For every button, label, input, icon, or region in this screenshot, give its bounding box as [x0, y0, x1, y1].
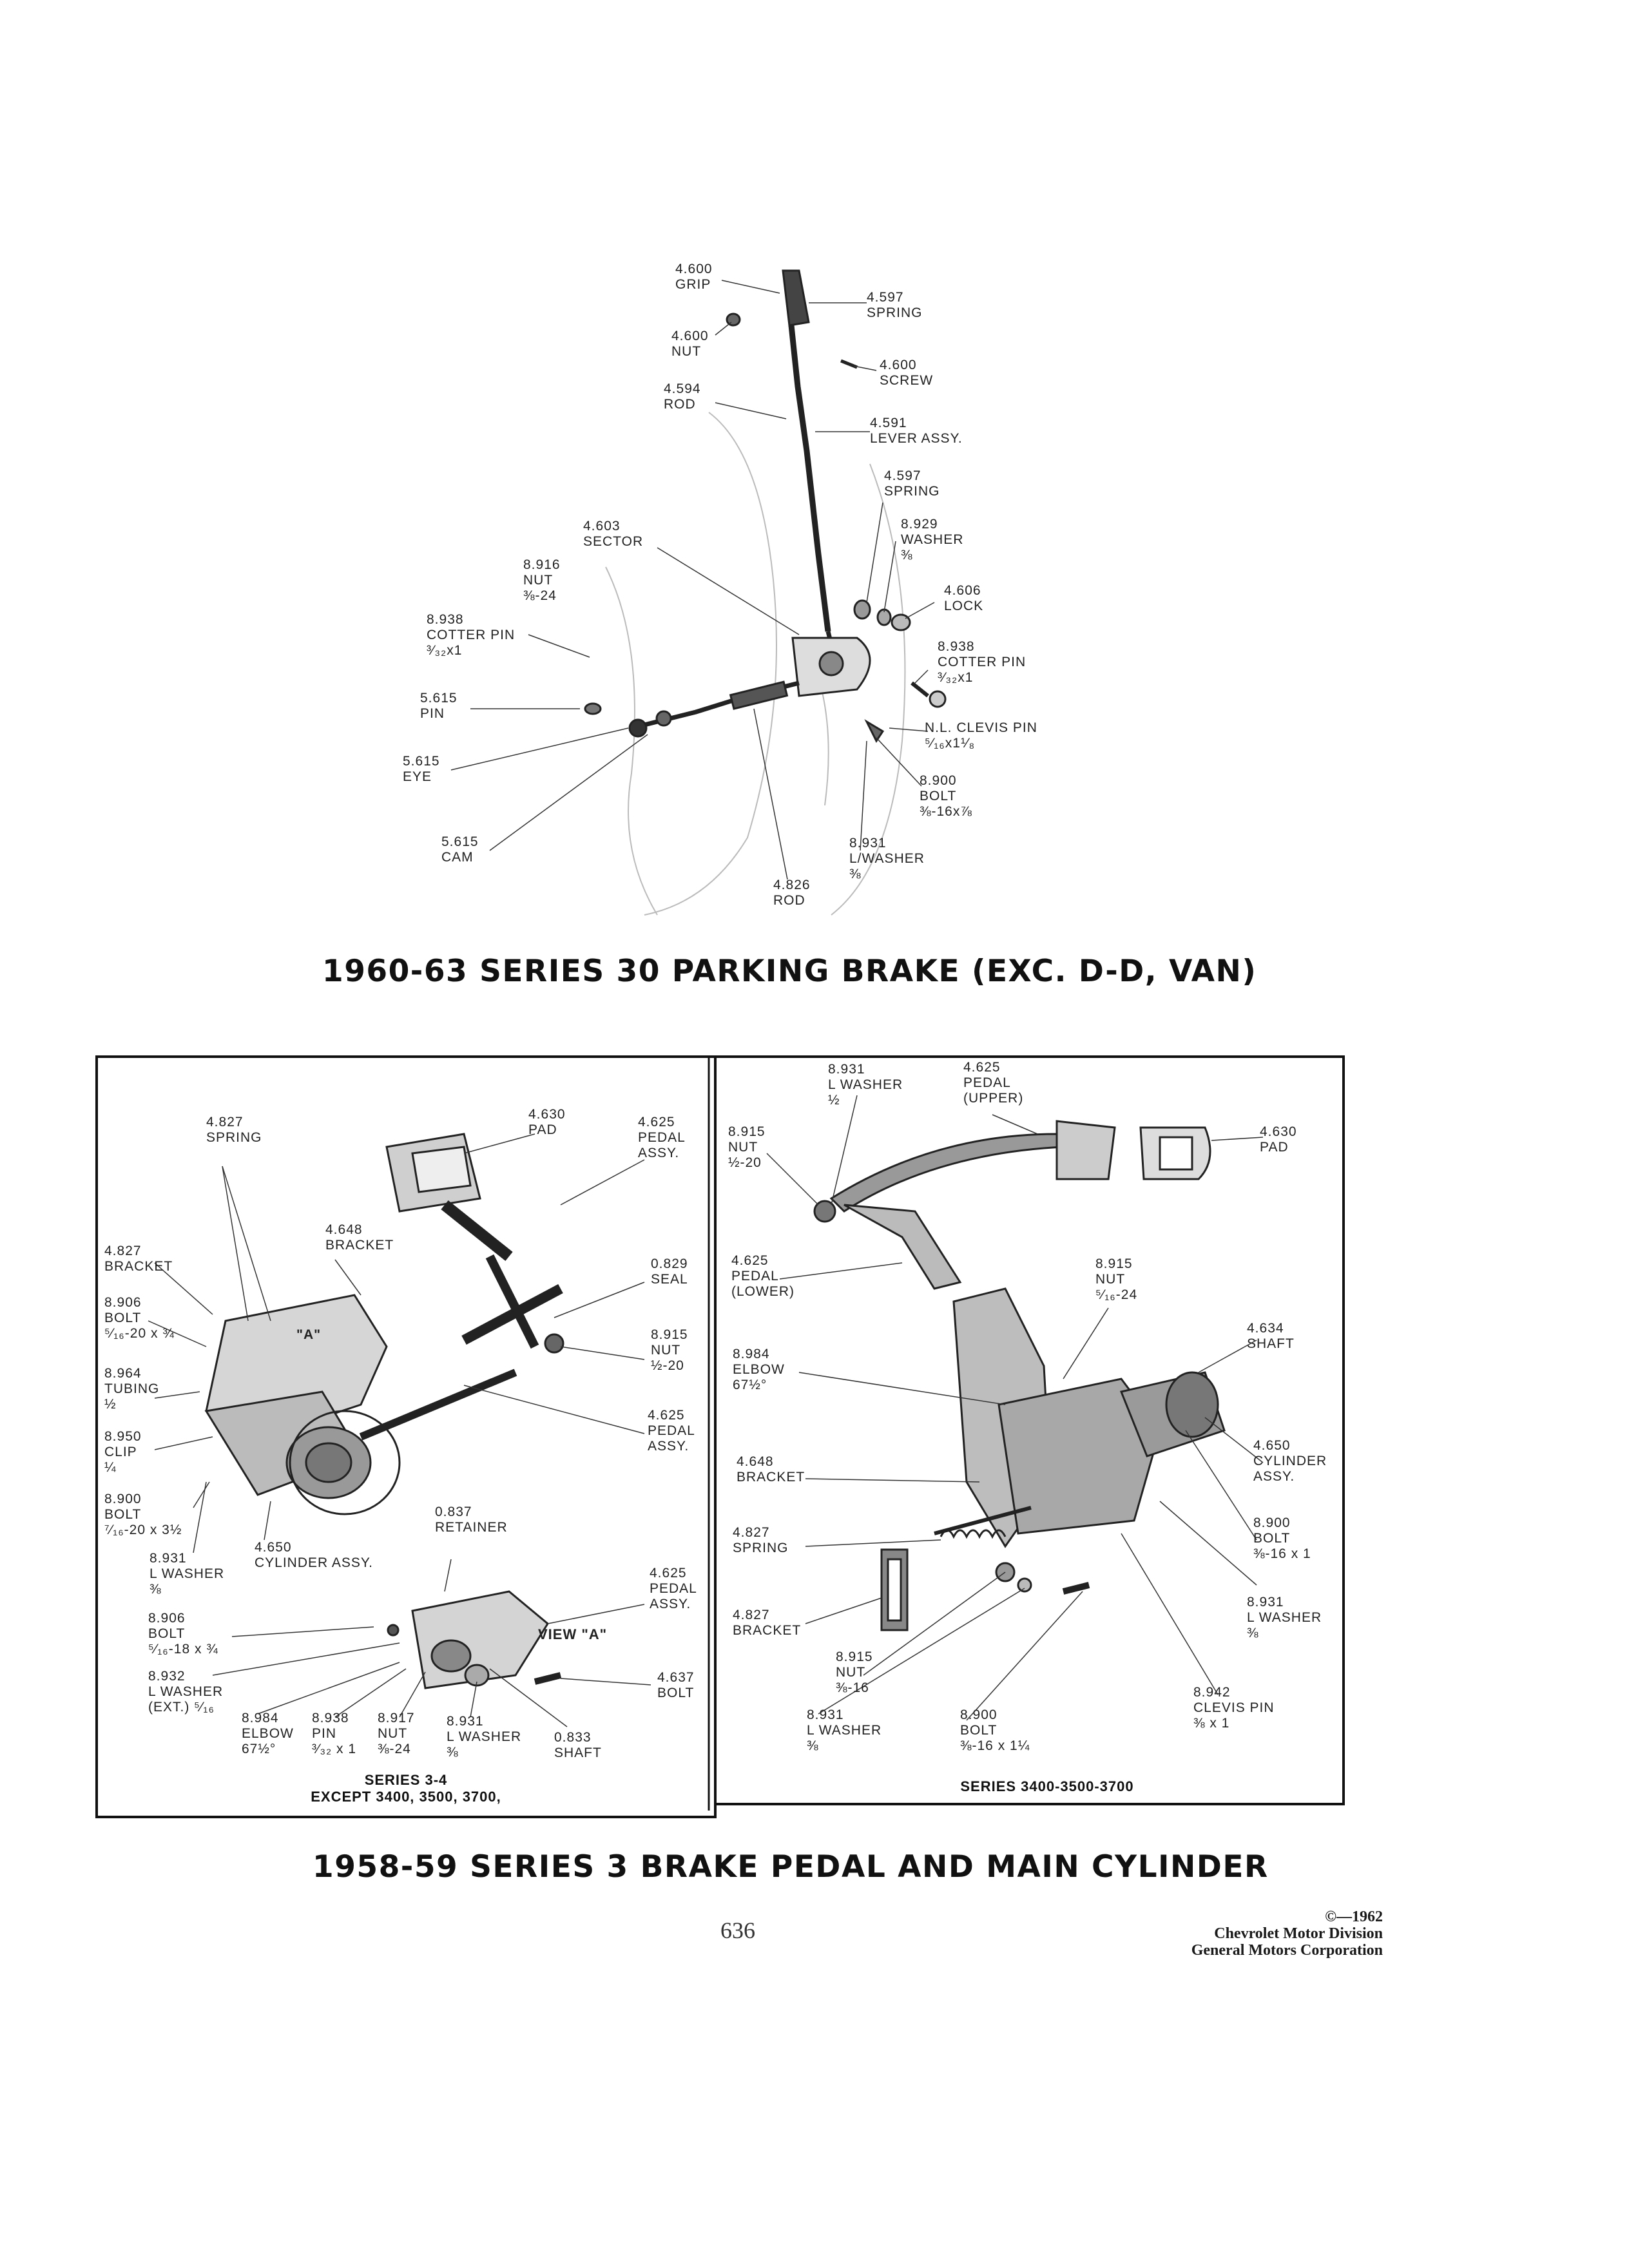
- label-rod-lower: 4.826 ROD: [773, 878, 811, 908]
- label-bolt-mid: 8.900 BOLT ⁷⁄₁₆-20 x 3½: [104, 1492, 182, 1537]
- right-panel-frame: [714, 1055, 1345, 1805]
- label-bracket: 4.648 BRACKET: [325, 1222, 394, 1253]
- label-nut: 8.915 NUT ½-20: [651, 1327, 688, 1373]
- label-nut-low: 8.915 NUT ⅜-16: [836, 1649, 873, 1695]
- label-clevis-pin: N.L. CLEVIS PIN ⁵⁄₁₆x1¹⁄₈: [925, 720, 1037, 751]
- label-lwasher-bottom: 8.931 L WASHER ⅜: [447, 1714, 522, 1760]
- label-cylinder-assy: 4.650 CYLINDER ASSY.: [1253, 1438, 1327, 1484]
- label-pedal-assy-top: 4.625 PEDAL ASSY.: [638, 1115, 686, 1160]
- label-cotter-pin-left: 8.938 COTTER PIN ³⁄₃₂x1: [427, 612, 516, 658]
- label-pedal-lower: 4.625 PEDAL (LOWER): [731, 1253, 795, 1299]
- label-pedal-upper: 4.625 PEDAL (UPPER): [963, 1060, 1024, 1106]
- label-clip: 8.950 CLIP ¼: [104, 1429, 142, 1475]
- label-lwasher-top: 8.931 L WASHER ½: [828, 1062, 903, 1108]
- label-lwasher-ext: 8.932 L WASHER (EXT.) ⁵⁄₁₆: [148, 1669, 224, 1715]
- label-spring-mid: 4.597 SPRING: [884, 468, 940, 499]
- label-rod-upper: 4.594 ROD: [664, 381, 701, 412]
- label-pin: 8.938 PIN ³⁄₃₂ x 1: [312, 1711, 357, 1756]
- label-seal: 0.829 SEAL: [651, 1256, 688, 1287]
- copyright-block: ©—1962 Chevrolet Motor Division General …: [1191, 1908, 1383, 1959]
- label-elbow: 8.984 ELBOW 67½°: [733, 1347, 785, 1392]
- label-cam: 5.615 CAM: [441, 834, 479, 865]
- label-retainer: 0.837 RETAINER: [435, 1504, 508, 1535]
- view-a-label: VIEW "A": [538, 1626, 608, 1642]
- label-pad: 4.630 PAD: [1260, 1124, 1297, 1155]
- label-bracket: 4.648 BRACKET: [737, 1454, 805, 1485]
- label-pad: 4.630 PAD: [528, 1107, 566, 1137]
- label-lwasher-left: 8.931 L WASHER ⅜: [149, 1551, 225, 1597]
- label-lever-assy: 4.591 LEVER ASSY.: [870, 416, 963, 446]
- brake-pedal-title: 1958-59 SERIES 3 BRAKE PEDAL AND MAIN CY…: [313, 1849, 1269, 1885]
- label-elbow: 8.984 ELBOW 67½°: [242, 1711, 294, 1756]
- label-eye: 5.615 EYE: [403, 754, 440, 784]
- label-clevis-pin: 8.942 CLEVIS PIN ⅜ x 1: [1193, 1685, 1275, 1731]
- right-panel-caption: SERIES 3400-3500-3700: [960, 1778, 1134, 1794]
- label-bolt-right: 4.637 BOLT: [657, 1670, 695, 1700]
- label-cylinder-assy: 4.650 CYLINDER ASSY.: [255, 1540, 374, 1570]
- label-nut: 4.600 NUT: [671, 329, 709, 359]
- label-spring-top: 4.597 SPRING: [867, 290, 923, 320]
- label-lwasher-right: 8.931 L WASHER ⅜: [1247, 1595, 1322, 1640]
- label-pedal-assy-low: 4.625 PEDAL ASSY.: [650, 1566, 697, 1611]
- label-cotter-pin-right: 8.938 COTTER PIN ³⁄₃₂x1: [938, 639, 1027, 685]
- label-tubing: 8.964 TUBING ½: [104, 1366, 160, 1412]
- label-bolt: 8.900 BOLT ⅜-16x⅞: [920, 773, 972, 819]
- label-lwasher-low: 8.931 L WASHER ⅜: [807, 1707, 882, 1753]
- label-nut-bottom: 8.917 NUT ⅜-24: [378, 1711, 415, 1756]
- copyright-corporation: General Motors Corporation: [1191, 1942, 1383, 1959]
- label-bolt-right: 8.900 BOLT ⅜-16 x 1: [1253, 1515, 1311, 1561]
- label-shaft: 0.833 SHAFT: [554, 1730, 602, 1760]
- label-bolt-low: 8.900 BOLT ⅜-16 x 1¼: [960, 1707, 1030, 1753]
- label-spring: 4.827 SPRING: [206, 1115, 262, 1145]
- label-washer: 8.929 WASHER ⅜: [901, 517, 964, 562]
- label-pin: 5.615 PIN: [420, 691, 458, 721]
- label-bolt-top: 8.906 BOLT ⁵⁄₁₆-20 x ¾: [104, 1295, 175, 1341]
- parking-brake-title: 1960-63 SERIES 30 PARKING BRAKE (EXC. D-…: [322, 954, 1257, 989]
- label-sector: 4.603 SECTOR: [583, 519, 644, 549]
- copyright-year: ©—1962: [1325, 1908, 1383, 1925]
- label-screw: 4.600 SCREW: [880, 358, 934, 388]
- label-bolt-lower: 8.906 BOLT ⁵⁄₁₆-18 x ¾: [148, 1611, 218, 1657]
- page-number: 636: [720, 1917, 755, 1943]
- left-panel-caption: SERIES 3-4 EXCEPT 3400, 3500, 3700,: [311, 1772, 501, 1805]
- label-nut-mid: 8.915 NUT ⁵⁄₁₆-24: [1095, 1256, 1138, 1302]
- label-shaft: 4.634 SHAFT: [1247, 1321, 1295, 1351]
- label-lwasher: 8.931 L/WASHER ⅜: [849, 836, 925, 881]
- label-bracket-low: 4.827 BRACKET: [733, 1608, 802, 1638]
- label-nut-top: 8.915 NUT ½-20: [728, 1124, 766, 1170]
- label-spring: 4.827 SPRING: [733, 1525, 789, 1555]
- copyright-division: Chevrolet Motor Division: [1214, 1925, 1383, 1942]
- label-lock: 4.606 LOCK: [944, 583, 984, 613]
- label-pedal-assy-mid: 4.625 PEDAL ASSY.: [648, 1408, 695, 1454]
- label-bracket-left: 4.827 BRACKET: [104, 1244, 173, 1274]
- label-grip: 4.600 GRIP: [675, 262, 713, 292]
- label-nut-small: 8.916 NUT ⅜-24: [523, 557, 561, 603]
- a-marker: "A": [296, 1327, 322, 1342]
